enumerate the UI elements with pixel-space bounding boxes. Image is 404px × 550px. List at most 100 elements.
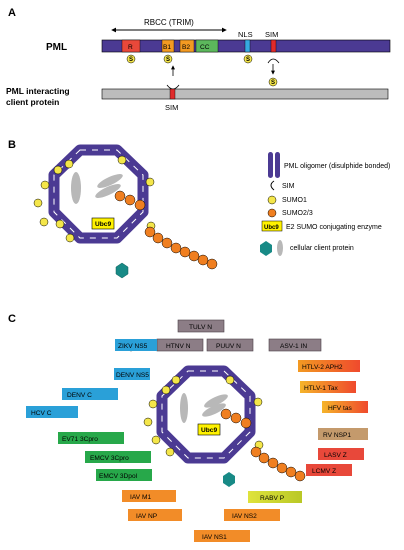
protein-box-asv <box>268 338 322 352</box>
client-ellipse-icon <box>180 393 188 423</box>
protein-label-puuv: PUUV N <box>216 343 241 350</box>
sumo-circle-icon <box>65 233 75 243</box>
legend-oligomer: PML oligomer (disulphide bonded) <box>284 163 390 170</box>
protein-box-htlv1 <box>300 381 356 393</box>
protein-box-iav-ns2 <box>224 509 280 521</box>
legend-b: PML oligomer (disulphide bonded) SIM SUM… <box>260 152 390 256</box>
protein-label-iav-np: IAV NP <box>136 513 158 520</box>
domain-b2-label: B2 <box>182 44 190 51</box>
nls-label: NLS <box>238 30 253 39</box>
sim-box-bottom <box>169 88 176 100</box>
client-label-line1: PML interacting <box>6 86 70 96</box>
client-hexagon-icon <box>260 241 272 256</box>
client-ellipse-icon <box>71 172 81 204</box>
sumo-circle-icon <box>124 194 136 206</box>
sumo-circle-icon <box>285 466 297 478</box>
svg-text:S: S <box>271 80 275 86</box>
client-ellipse-icon <box>202 403 226 417</box>
curved-arrow-icon <box>166 84 180 90</box>
sumo-circle-icon <box>161 385 171 395</box>
protein-box-zikv <box>115 339 157 351</box>
client-ellipse-icon <box>204 394 228 408</box>
rbcc-label: RBCC (TRIM) <box>144 18 194 27</box>
protein-label-iav-ns1: IAV NS1 <box>202 534 227 541</box>
domain-r <box>121 39 141 53</box>
domain-cc-label: CC <box>200 44 210 51</box>
panel-a: A RBCC (TRIM) NLS SIM PML R B1 B2 CC S S… <box>6 7 391 112</box>
legend-e2-tag: Ubc9 <box>264 225 279 231</box>
sumo-circle-icon <box>171 375 181 385</box>
sumo-circle-icon <box>240 417 252 429</box>
protein-box-iav-m1 <box>122 490 176 502</box>
protein-box-iav-ns1 <box>194 530 250 542</box>
sumo-circle-icon <box>267 457 279 469</box>
sumo-circle-icon <box>267 208 277 218</box>
sumo-circle-icon <box>267 195 277 205</box>
client-ellipse-icon <box>97 174 123 188</box>
sumo-circle-icon <box>144 226 156 238</box>
ubc9-legend-box <box>261 220 283 232</box>
protein-label-htnv: HTNV N <box>166 343 191 350</box>
protein-box-rabv <box>248 491 302 503</box>
protein-label-iav-m1: IAV M1 <box>130 494 151 501</box>
client-hexagon-icon <box>115 262 129 279</box>
svg-text:S: S <box>166 57 170 63</box>
sumo-circle-icon <box>117 155 127 165</box>
client-hexagon-icon <box>223 472 235 487</box>
sumo-circle-icon <box>64 159 74 169</box>
protein-box-rv <box>318 428 368 440</box>
panel-c: C Ubc9 <box>8 313 368 542</box>
domain-r-label: R <box>128 44 133 51</box>
sumo-circle-icon <box>148 399 158 409</box>
legend-client: cellular client protein <box>290 245 354 252</box>
sumo-circle-icon <box>151 435 161 445</box>
sumo-circle-icon <box>55 219 65 229</box>
protein-label-denv-c: DENV C <box>67 392 92 399</box>
protein-box-lasv <box>318 448 364 460</box>
sumo-circle-icon <box>170 242 182 254</box>
svg-text:S: S <box>246 57 250 63</box>
protein-label-zikv: ZIKV NS5 <box>118 343 148 350</box>
client-protein-bar <box>101 88 389 100</box>
sim-bottom-label: SIM <box>165 103 178 112</box>
protein-label-lasv: LASV Z <box>324 452 347 459</box>
sim-hook-icon <box>270 180 275 191</box>
sumo-circle-icon <box>197 254 209 266</box>
protein-box-denv-ns5 <box>114 368 150 380</box>
sumo23-chain-b <box>114 190 218 270</box>
sumo-circle-icon <box>161 237 173 249</box>
sim-top-label: SIM <box>265 30 278 39</box>
sumo-circle-icon <box>188 250 200 262</box>
pml-oligomer-icon <box>268 152 280 178</box>
sumo-circle-icon <box>40 180 50 190</box>
domain-b1-label: B1 <box>163 44 171 51</box>
viral-protein-boxes: TULV N HTNV N PUUV N ASV-1 IN ZIKV NS5 D… <box>26 319 368 542</box>
sumo-circle-icon <box>294 470 306 482</box>
sumo-circle-icon <box>114 190 126 202</box>
protein-label-htlv1: HTLV-1 Tax <box>304 385 339 392</box>
sumo-circle-icon: S <box>126 54 136 64</box>
ubc9-box-b <box>91 217 115 230</box>
protein-label-emcv-3d: EMCV 3Dpol <box>99 473 138 480</box>
domain-cc <box>195 39 219 53</box>
protein-label-tulv: TULV N <box>189 324 212 331</box>
protein-box-hfv <box>322 401 368 413</box>
svg-text:S: S <box>129 57 133 63</box>
protein-label-lcmv: LCMV Z <box>312 468 336 475</box>
ubc9-label-b: Ubc9 <box>95 221 111 228</box>
protein-label-emcv-3c: EMCV 3Cpro <box>90 455 129 462</box>
protein-box-hcv <box>26 406 78 418</box>
protein-label-rv: RV NSP1 <box>323 432 351 439</box>
protein-box-htlv2 <box>298 360 360 372</box>
client-label-line2: client protein <box>6 97 59 107</box>
pml-label: PML <box>46 42 67 53</box>
protein-label-hcv: HCV C <box>31 410 52 417</box>
sumo-circle-icon <box>33 198 43 208</box>
protein-box-emcv-3d <box>96 469 152 481</box>
panel-c-letter: C <box>8 313 16 325</box>
protein-label-denv-ns5: DENV NS5 <box>116 372 149 379</box>
sumo-circle-icon <box>179 246 191 258</box>
protein-box-lcmv <box>306 464 352 476</box>
protein-label-iav-ns2: IAV NS2 <box>232 513 257 520</box>
